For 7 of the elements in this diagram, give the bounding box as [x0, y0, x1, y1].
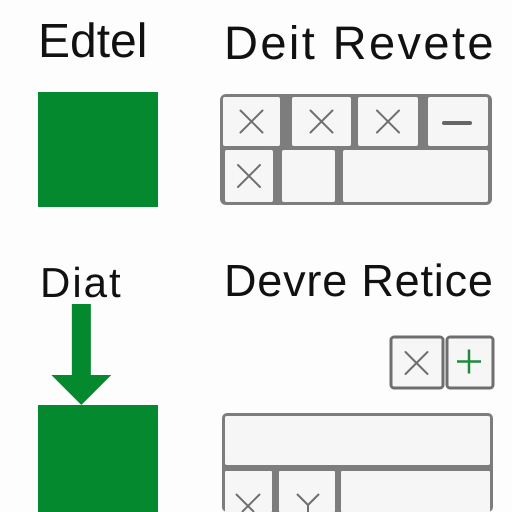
heading: Devre Retice — [224, 258, 494, 303]
square-block — [38, 405, 158, 512]
heading: Deit Revete — [224, 19, 496, 66]
heading: Edtel — [38, 18, 148, 66]
square-block — [38, 92, 158, 207]
arrow — [51, 304, 112, 405]
heading: Diat — [40, 262, 123, 304]
